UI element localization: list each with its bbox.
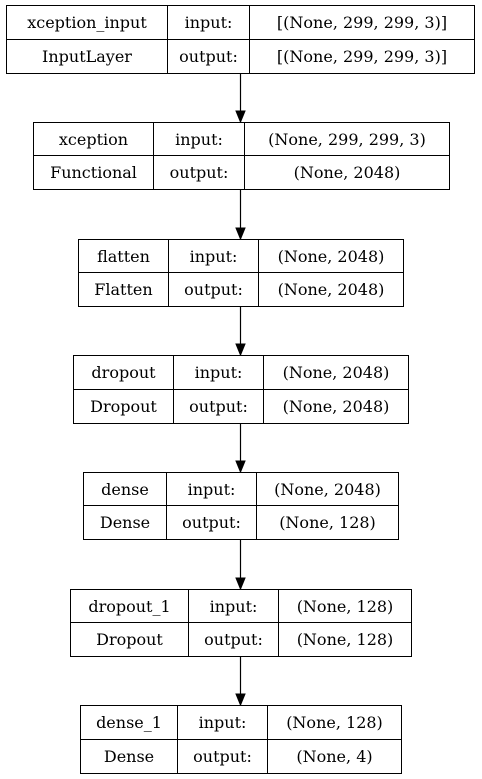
input-label: input: (189, 590, 279, 623)
output-shape: (None, 4) (296, 746, 373, 766)
arrow-head-2 (235, 343, 246, 357)
input-label: input: (169, 240, 259, 273)
output-shape: [(None, 299, 299, 3)] (276, 46, 448, 66)
input-shape: (None, 2048) (264, 356, 408, 390)
input-shape: (None, 128) (279, 590, 411, 623)
layer-node-dropout: dropout input: (None, 2048) Dropout outp… (73, 355, 409, 424)
layer-name: dropout_1 (71, 590, 189, 623)
layer-type: Dropout (71, 623, 189, 656)
output-label: output: (167, 506, 257, 539)
output-shape: (None, 2048) (282, 396, 390, 416)
layer-node-dense: dense input: (None, 2048) Dense output: … (83, 472, 399, 540)
input-shape: [(None, 299, 299, 3)] (250, 6, 474, 40)
input-label: input: (154, 123, 245, 156)
layer-node-xception: xception input: (None, 299, 299, 3) Func… (33, 122, 450, 190)
output-label: output: (174, 389, 264, 423)
layer-type: Dense (84, 506, 167, 539)
output-shape: (None, 128) (296, 630, 394, 649)
layer-name: dense (84, 473, 167, 506)
layer-name: dropout (74, 356, 174, 390)
output-label: output: (168, 39, 250, 73)
layer-name: xception (34, 123, 154, 156)
input-shape: (None, 2048) (259, 240, 403, 273)
layer-node-dropout-1: dropout_1 input: (None, 128) Dropout out… (70, 589, 412, 657)
layer-node-xception-input: xception_input input: [(None, 299, 299, … (6, 5, 475, 74)
input-shape: (None, 2048) (257, 473, 398, 506)
layer-type: Dense (81, 739, 178, 773)
layer-type: Flatten (79, 273, 169, 306)
output-shape: (None, 128) (279, 513, 376, 532)
arrow-head-3 (235, 460, 246, 474)
output-label: output: (178, 739, 268, 773)
arrow-head-0 (235, 110, 246, 124)
arrow-head-4 (235, 577, 246, 591)
arrow-head-1 (235, 227, 246, 241)
output-shape: (None, 2048) (277, 280, 385, 299)
layer-name: flatten (79, 240, 169, 273)
output-shape: (None, 2048) (293, 163, 401, 182)
input-label: input: (168, 6, 250, 40)
layer-name: dense_1 (81, 706, 178, 740)
input-label: input: (174, 356, 264, 390)
layer-node-dense-1: dense_1 input: (None, 128) Dense output:… (80, 705, 402, 774)
arrow-head-5 (235, 693, 246, 707)
layer-type: Dropout (74, 389, 174, 423)
input-shape: (None, 299, 299, 3) (245, 123, 449, 156)
layer-name: xception_input (7, 6, 168, 40)
input-label: input: (178, 706, 268, 740)
output-label: output: (154, 156, 245, 189)
layer-node-flatten: flatten input: (None, 2048) Flatten outp… (78, 239, 404, 307)
output-label: output: (169, 273, 259, 306)
output-label: output: (189, 623, 279, 656)
layer-type: InputLayer (7, 39, 168, 73)
input-label: input: (167, 473, 257, 506)
input-shape: (None, 128) (268, 706, 401, 740)
layer-type: Functional (34, 156, 154, 189)
